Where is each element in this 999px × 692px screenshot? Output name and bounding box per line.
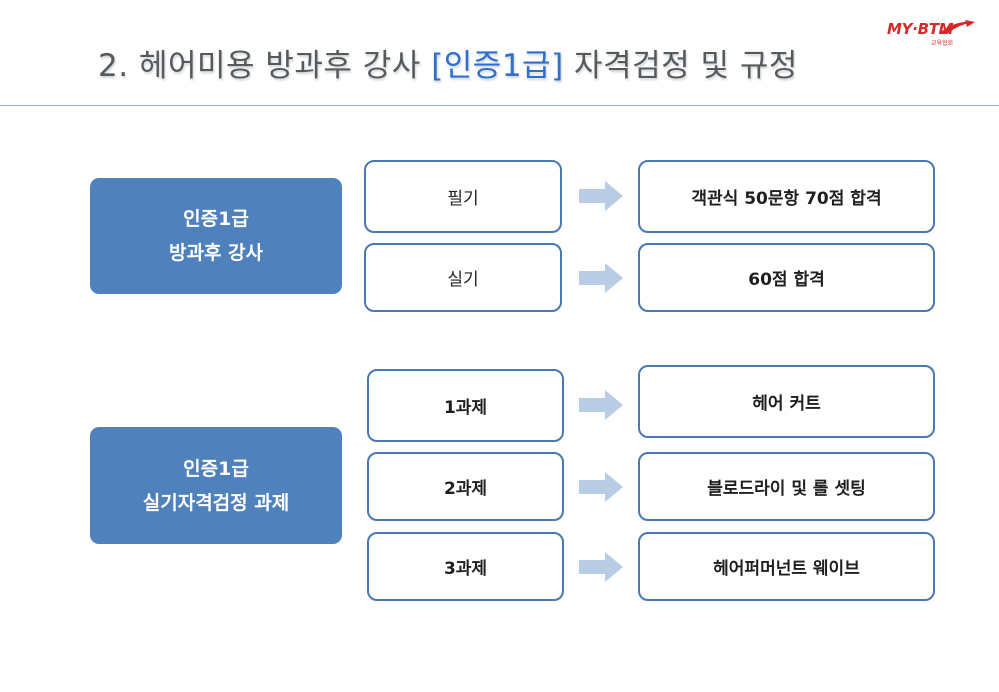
title-suffix: 자격검정 및 규정 xyxy=(563,48,798,84)
logo-subtitle: 교육협회 xyxy=(931,40,954,47)
section2-item-task2: 2과제 xyxy=(367,452,564,521)
title-highlight: [인증1급] xyxy=(431,48,564,84)
section2-result-label: 헤어퍼머넌트 웨이브 xyxy=(713,559,860,579)
section2-item-label: 2과제 xyxy=(443,479,488,499)
section2-item-label: 1과제 xyxy=(443,398,488,418)
section1-item-practical: 실기 xyxy=(364,243,562,312)
section1-result-written: 객관식 50문항 70점 합격 xyxy=(638,160,935,233)
section2-item-task3: 3과제 xyxy=(367,532,564,601)
section2-label-line1: 인증1급 xyxy=(183,457,249,480)
logo-swoosh-icon xyxy=(939,20,975,34)
section1-item-label: 필기 xyxy=(447,189,479,209)
logo-text: MY·BTM xyxy=(887,20,954,38)
section1-label-line1: 인증1급 xyxy=(183,208,249,230)
section1-result-label: 객관식 50문항 70점 합격 xyxy=(691,189,882,209)
section2-result-label: 헤어 커트 xyxy=(752,394,821,414)
right-arrow-icon xyxy=(579,181,623,211)
section1-item-written: 필기 xyxy=(364,160,562,233)
right-arrow-icon xyxy=(579,472,623,502)
section2-item-task1: 1과제 xyxy=(367,369,564,442)
section1-item-label: 실기 xyxy=(447,270,479,290)
title-prefix: 2. 헤어미용 방과후 강사 xyxy=(98,48,432,84)
right-arrow-icon xyxy=(579,552,623,582)
section2-item-label: 3과제 xyxy=(443,559,488,579)
section1-result-label: 60점 합격 xyxy=(748,270,825,290)
section2-result-task1: 헤어 커트 xyxy=(638,365,935,438)
page-title: 2. 헤어미용 방과후 강사 [인증1급] 자격검정 및 규정 xyxy=(98,40,798,85)
section2-result-task3: 헤어퍼머넌트 웨이브 xyxy=(638,532,935,601)
right-arrow-icon xyxy=(579,390,623,420)
section1-result-practical: 60점 합격 xyxy=(638,243,935,312)
section2-label-line2: 실기자격검정 과제 xyxy=(142,491,290,514)
brand-logo: MY·BTM 교육협회 xyxy=(887,18,977,52)
section2-result-label: 블로드라이 및 롤 셋팅 xyxy=(707,479,866,499)
section2-label-box: 인증1급 실기자격검정 과제 xyxy=(90,427,342,544)
section1-label-box: 인증1급 방과후 강사 xyxy=(90,178,342,294)
title-divider xyxy=(0,105,999,106)
section2-result-task2: 블로드라이 및 롤 셋팅 xyxy=(638,452,935,521)
right-arrow-icon xyxy=(579,263,623,293)
section1-label-line2: 방과후 강사 xyxy=(168,242,263,264)
